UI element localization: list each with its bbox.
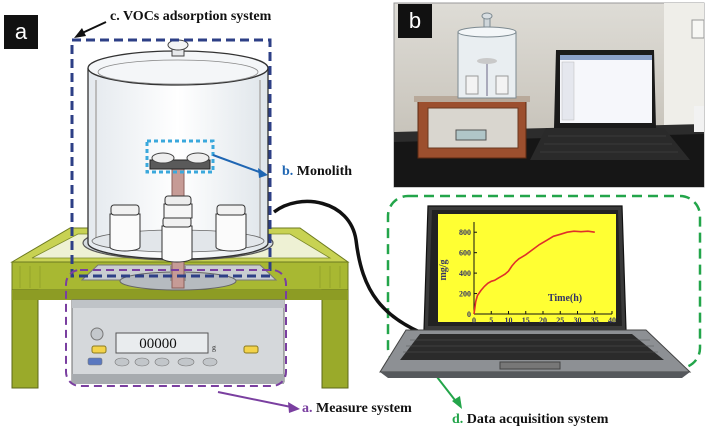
vocs-system-label: c. VOCs adsorption system	[110, 9, 271, 25]
x-tick-label: 15	[522, 316, 530, 325]
measure-system-box	[65, 269, 287, 387]
connector-lines	[74, 21, 462, 413]
monolith-box	[145, 139, 215, 174]
y-tick-label: 400	[459, 269, 471, 278]
y-axis-label: mg/g	[438, 259, 449, 280]
monolith-label: b. Monolith	[282, 164, 352, 180]
x-tick-label: 5	[489, 316, 493, 325]
x-axis-label: Time(h)	[548, 293, 582, 304]
balance-unit: g	[212, 343, 216, 352]
y-tick-label: 200	[459, 290, 471, 299]
x-tick-label: 0	[472, 316, 476, 325]
vocs-system-letter: c.	[110, 9, 120, 24]
x-tick-label: 40	[608, 316, 616, 325]
photo-panel-b	[393, 2, 705, 188]
vials	[109, 195, 247, 263]
daq-system-letter: d.	[452, 412, 464, 427]
x-tick-label: 35	[591, 316, 599, 325]
vocs-system-box	[70, 38, 272, 278]
vocs-system-text: VOCs adsorption system	[122, 9, 272, 24]
measure-system-text: Measure system	[316, 401, 412, 416]
measure-system-label: a. Measure system	[302, 401, 412, 417]
adsorption-chart: 0 5 10 15 20 25 30 35 40 0 200 400 600 800 Time(h) m…	[438, 214, 616, 325]
monolith-letter: b.	[282, 164, 294, 179]
x-tick-label: 25	[556, 316, 564, 325]
panel-label-b: b	[398, 4, 432, 38]
daq-system-box	[386, 194, 702, 370]
adsorption-curve	[473, 230, 595, 315]
balance-readout: 00000	[139, 336, 177, 352]
measure-system-letter: a.	[302, 401, 313, 416]
monolith-text: Monolith	[296, 164, 353, 179]
y-tick-label: 800	[459, 228, 471, 237]
daq-system-label: d. Data acquisition system	[452, 412, 608, 428]
y-tick-label: 0	[467, 310, 471, 319]
x-tick-label: 20	[539, 316, 547, 325]
x-tick-label: 10	[505, 316, 513, 325]
daq-system-text: Data acquisition system	[466, 412, 609, 427]
panel-label-a: a	[4, 15, 38, 49]
y-tick-label: 600	[459, 249, 471, 258]
x-tick-label: 30	[574, 316, 582, 325]
